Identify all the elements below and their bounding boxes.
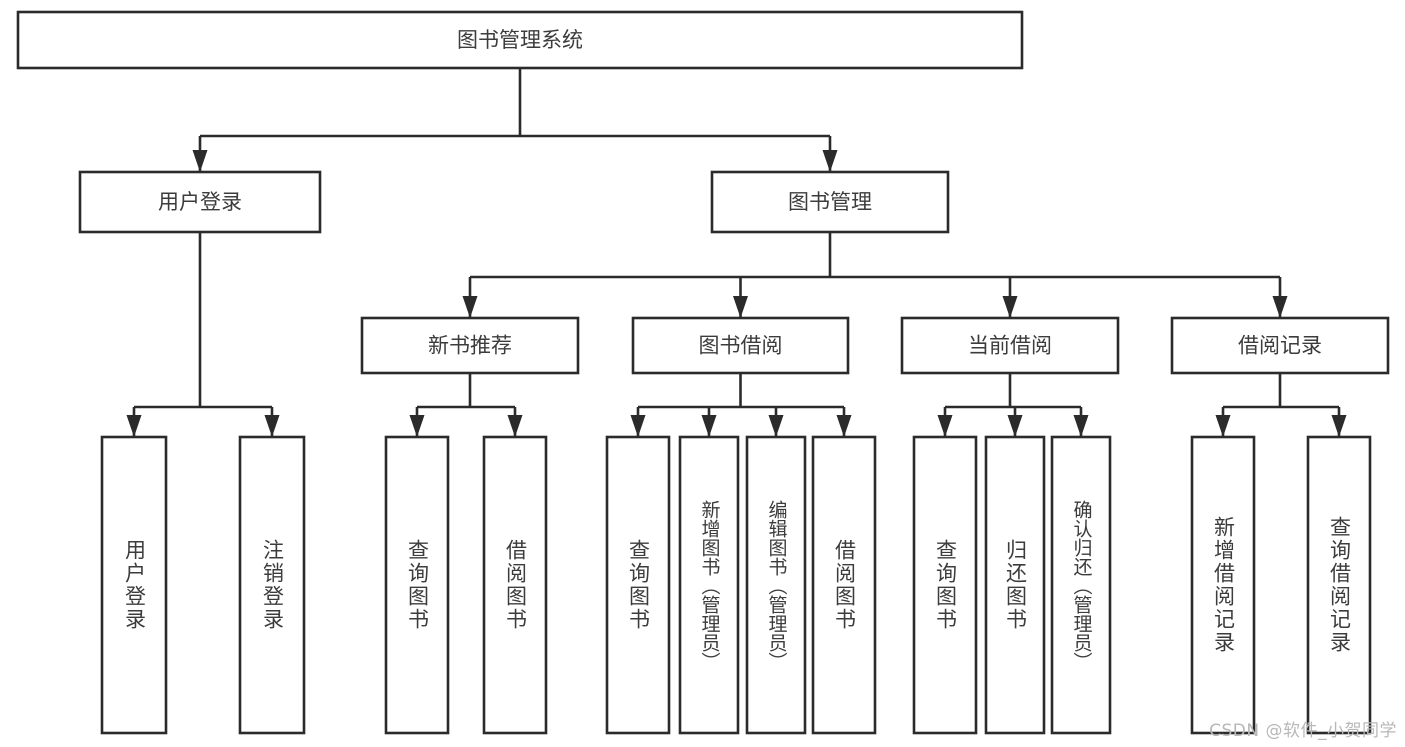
node-label: 借阅记录 xyxy=(1238,334,1322,358)
node-leaf-query-record[interactable] xyxy=(1306,435,1372,735)
node-leaf-edit-book[interactable] xyxy=(745,435,807,735)
node-box xyxy=(16,10,1024,70)
node-box xyxy=(100,435,168,735)
node-label: 图书管理系统 xyxy=(457,28,583,52)
node-box xyxy=(360,316,580,375)
node-box xyxy=(1050,435,1112,735)
node-leaf-add-book[interactable] xyxy=(678,435,740,735)
node-leaf-query-book-cur[interactable] xyxy=(912,435,978,735)
node-leaf-borrow-book-rec[interactable] xyxy=(482,435,548,735)
edge-arrowhead xyxy=(733,296,748,318)
node-new-book-rec[interactable]: 新书推荐 xyxy=(360,316,580,375)
node-label: 新书推荐 xyxy=(428,334,512,358)
node-root[interactable]: 图书管理系统 xyxy=(16,10,1024,70)
node-leaf-query-book-bor[interactable] xyxy=(605,435,671,735)
node-leaf-borrow-book-bor[interactable] xyxy=(811,435,877,735)
edge-arrowhead xyxy=(630,415,646,437)
node-current-borrow[interactable]: 当前借阅 xyxy=(900,316,1120,375)
edge-arrowhead xyxy=(1215,415,1231,437)
node-leaf-confirm-return[interactable] xyxy=(1050,435,1112,735)
node-box xyxy=(1170,316,1390,375)
node-box xyxy=(678,435,740,735)
edge-arrowhead xyxy=(1272,296,1288,318)
node-leaf-query-book-rec[interactable] xyxy=(384,435,450,735)
edge-arrowhead xyxy=(264,415,280,437)
edge-arrowhead xyxy=(409,415,425,437)
node-label: 当前借阅 xyxy=(968,334,1052,358)
edge-arrowhead xyxy=(701,415,717,437)
node-box xyxy=(811,435,877,735)
edge-arrowhead xyxy=(1073,415,1089,437)
node-box xyxy=(605,435,671,735)
node-box xyxy=(384,435,450,735)
node-box xyxy=(745,435,807,735)
edge-arrowhead xyxy=(192,150,208,172)
node-book-borrow[interactable]: 图书借阅 xyxy=(631,316,850,375)
node-box xyxy=(482,435,548,735)
watermark-text: CSDN @软件_小贺同学 xyxy=(1209,721,1397,741)
node-user-login[interactable]: 用户登录 xyxy=(78,170,322,234)
edge-arrowhead xyxy=(126,415,142,437)
edge-arrowhead xyxy=(462,296,478,318)
edge-arrowhead xyxy=(1331,415,1347,437)
edge-arrowhead xyxy=(836,415,852,437)
node-box xyxy=(710,170,950,234)
edge-arrowhead xyxy=(507,415,523,437)
edge-arrowhead xyxy=(1002,296,1018,318)
edge-arrowhead xyxy=(768,415,784,437)
node-box xyxy=(1190,435,1256,735)
node-box xyxy=(984,435,1046,735)
edge-arrowhead xyxy=(1007,415,1023,437)
node-book-manage[interactable]: 图书管理 xyxy=(710,170,950,234)
edge-arrowhead xyxy=(822,150,838,172)
node-leaf-return-book[interactable] xyxy=(984,435,1046,735)
node-box xyxy=(912,435,978,735)
node-borrow-record[interactable]: 借阅记录 xyxy=(1170,316,1390,375)
node-box xyxy=(900,316,1120,375)
node-box xyxy=(78,170,322,234)
node-box xyxy=(1306,435,1372,735)
node-label: 用户登录 xyxy=(158,190,242,214)
edge-arrowhead xyxy=(937,415,953,437)
node-leaf-add-record[interactable] xyxy=(1190,435,1256,735)
node-leaf-user-login[interactable] xyxy=(100,435,168,735)
node-box xyxy=(631,316,850,375)
node-label: 图书管理 xyxy=(788,190,872,214)
node-label: 图书借阅 xyxy=(699,334,783,358)
node-leaf-logout[interactable] xyxy=(238,435,306,735)
node-box xyxy=(238,435,306,735)
